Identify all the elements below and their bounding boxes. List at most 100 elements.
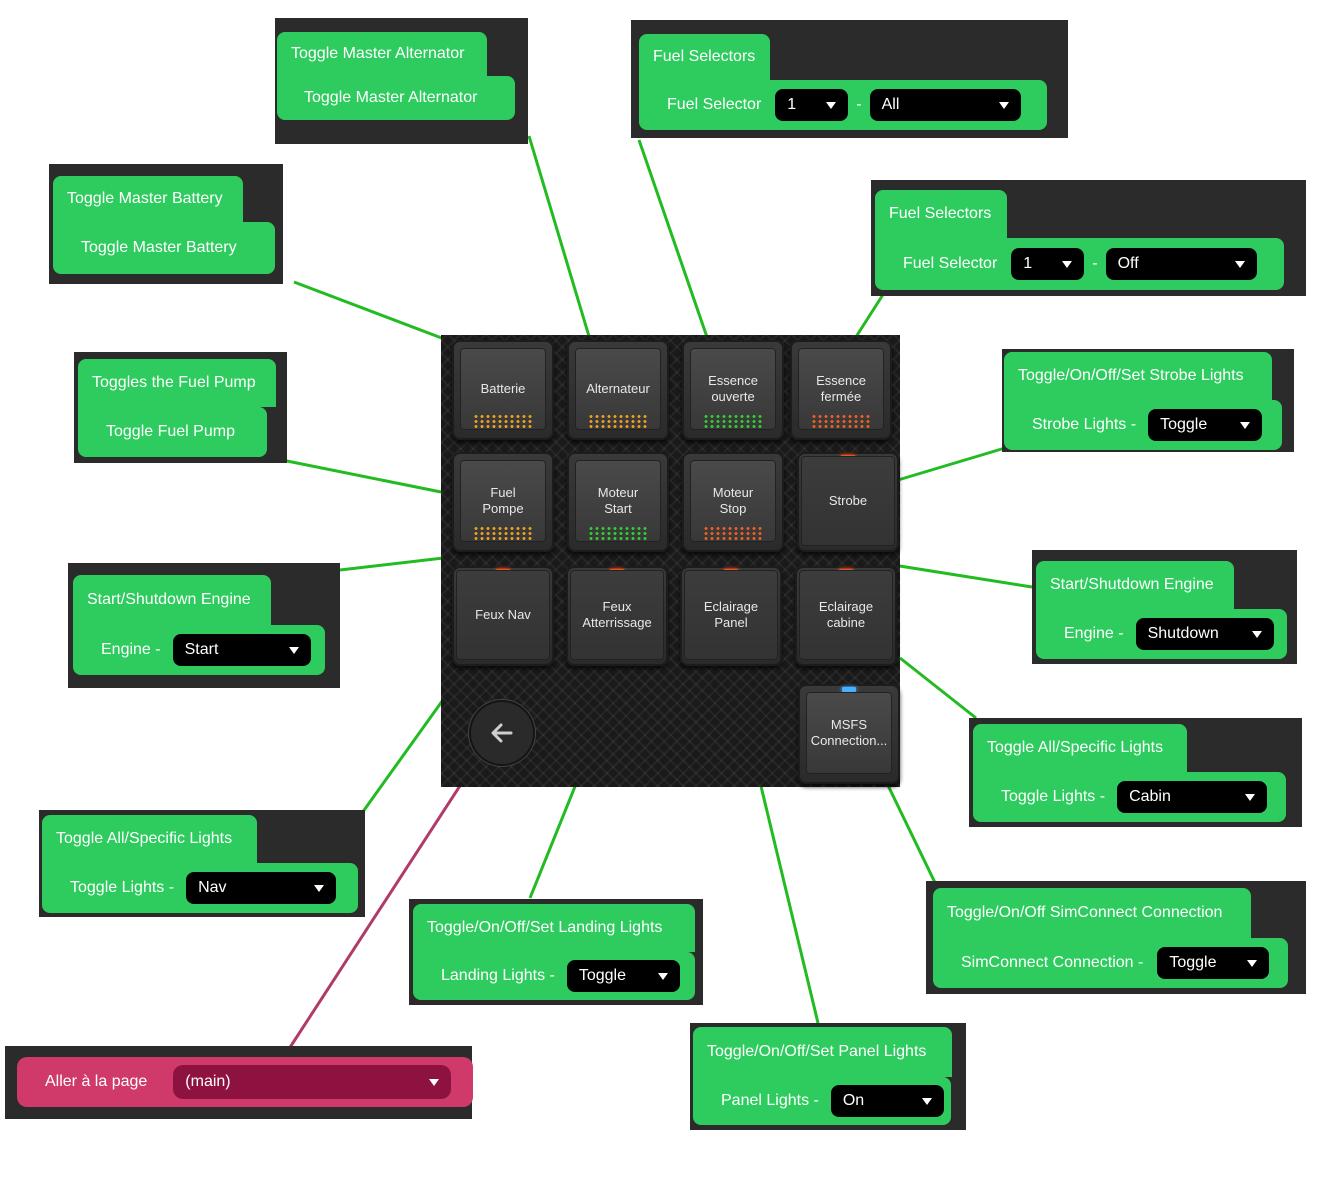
engine-value: Shutdown	[1147, 625, 1219, 642]
key-strobe-label: Strobe	[828, 493, 868, 508]
simconnect-dropdown[interactable]: Toggle	[1157, 947, 1270, 979]
key-msfs-connection-label: MSFS Connection...	[810, 717, 888, 748]
key-eclairage-panel-label: Eclairage Panel	[703, 599, 759, 630]
fuel-selector-mode-value: Off	[1117, 255, 1139, 272]
panel-lights-label: Panel Lights -	[721, 1092, 819, 1109]
chevron-down-icon	[314, 884, 325, 892]
fuel-selector-mode-value: All	[881, 96, 900, 113]
goto-page-dropdown[interactable]: (main)	[173, 1065, 452, 1099]
callout-cabin-lights-title: Toggle All/Specific Lights	[973, 724, 1187, 772]
callout-panel-lights-body: Panel Lights - On	[693, 1077, 951, 1125]
callout-nav-lights-body: Toggle Lights - Nav	[42, 863, 358, 913]
strobe-lights-value: Toggle	[1160, 416, 1208, 433]
connector-simconnect	[881, 774, 942, 894]
key-feux-atterrissage[interactable]: Feux Atterrissage	[566, 566, 668, 666]
key-batterie[interactable]: Batterie	[452, 340, 554, 440]
fuel-selector-number-dropdown[interactable]: 1	[1011, 248, 1085, 280]
connector-fuel-all	[637, 139, 710, 341]
key-eclairage-panel[interactable]: Eclairage Panel	[680, 566, 782, 666]
callout-fuel-pump-title: Toggles the Fuel Pump	[78, 359, 276, 407]
key-msfs-connection-led	[842, 687, 856, 692]
fuel-selector-label: Fuel Selector	[667, 96, 762, 113]
arrow-left-icon	[491, 723, 513, 743]
landing-lights-dropdown[interactable]: Toggle	[566, 960, 680, 992]
chevron-down-icon	[998, 101, 1009, 109]
engine-label: Engine -	[1064, 625, 1124, 642]
toggle-lights-dropdown[interactable]: Cabin	[1117, 781, 1268, 813]
chevron-down-icon	[1247, 959, 1258, 967]
goto-page-label: Aller à la page	[45, 1073, 148, 1090]
key-msfs-connection[interactable]: MSFS Connection...	[798, 684, 900, 784]
callout-landing-lights-title: Toggle/On/Off/Set Landing Lights	[413, 904, 695, 952]
key-moteur-start-indicator	[588, 526, 648, 540]
key-feux-nav[interactable]: Feux Nav	[452, 566, 554, 666]
callout-engine-stop-body: Engine - Shutdown	[1036, 609, 1287, 659]
toggle-lights-dropdown[interactable]: Nav	[186, 872, 337, 904]
callout-landing-lights: Toggle/On/Off/Set Landing Lights Landing…	[409, 899, 703, 1005]
fuel-selector-number-value: 1	[1023, 255, 1033, 272]
chevron-down-icon	[288, 646, 299, 654]
chevron-down-icon	[1062, 260, 1073, 268]
strobe-lights-dropdown[interactable]: Toggle	[1148, 409, 1263, 441]
toggle-lights-value: Nav	[198, 879, 227, 896]
panel-lights-value: On	[842, 1092, 865, 1109]
key-moteur-stop-label: Moteur Stop	[712, 485, 754, 516]
key-essence-ouverte[interactable]: Essence ouverte	[682, 340, 784, 440]
callout-battery-title: Toggle Master Battery	[53, 176, 243, 222]
callout-battery-action[interactable]: Toggle Master Battery	[53, 222, 275, 274]
key-feux-atterrissage-label: Feux Atterrissage	[582, 599, 652, 630]
strobe-lights-label: Strobe Lights -	[1032, 416, 1137, 433]
fuel-selector-label: Fuel Selector	[903, 255, 998, 272]
toggle-lights-value: Cabin	[1129, 788, 1171, 805]
connector-cabin	[899, 656, 977, 720]
back-button[interactable]	[469, 700, 535, 766]
separator-dash: -	[856, 96, 862, 113]
connector-alternator	[527, 135, 596, 354]
key-moteur-start[interactable]: Moteur Start	[567, 452, 669, 552]
callout-fuel-pump-action[interactable]: Toggle Fuel Pump	[78, 407, 267, 457]
key-essence-ouverte-label: Essence ouverte	[708, 373, 758, 404]
separator-dash: -	[1092, 255, 1098, 272]
engine-value: Start	[184, 641, 219, 658]
callout-nav-lights: Toggle All/Specific Lights Toggle Lights…	[39, 810, 365, 917]
callout-landing-lights-body: Landing Lights - Toggle	[413, 952, 695, 1000]
callout-strobe: Toggle/On/Off/Set Strobe Lights Strobe L…	[1002, 349, 1294, 452]
key-alternateur-indicator	[588, 414, 648, 428]
engine-dropdown[interactable]: Start	[172, 634, 311, 666]
key-moteur-stop[interactable]: Moteur Stop	[682, 452, 784, 552]
chevron-down-icon	[1234, 260, 1245, 268]
engine-label: Engine -	[101, 641, 161, 658]
key-alternateur[interactable]: Alternateur	[567, 340, 669, 440]
engine-dropdown[interactable]: Shutdown	[1135, 618, 1274, 650]
callout-alternator: Toggle Master Alternator Toggle Master A…	[275, 18, 528, 144]
key-fuel-pompe-label: Fuel Pompe	[482, 485, 524, 516]
callout-alternator-action[interactable]: Toggle Master Alternator	[277, 76, 515, 120]
goto-page-value: (main)	[185, 1073, 231, 1090]
key-eclairage-cabine-label: Eclairage cabine	[818, 599, 874, 630]
callout-fuel-pump: Toggles the Fuel Pump Toggle Fuel Pump	[74, 352, 287, 463]
fuel-selector-number-dropdown[interactable]: 1	[775, 89, 849, 121]
fuel-selector-mode-dropdown[interactable]: All	[869, 89, 1021, 121]
key-moteur-start-label: Moteur Start	[597, 485, 639, 516]
callout-strobe-body: Strobe Lights - Toggle	[1004, 400, 1282, 450]
callout-fuel-off: Fuel Selectors Fuel Selector 1 - Off	[871, 180, 1306, 296]
key-essence-ouverte-indicator	[703, 414, 763, 428]
callout-alternator-title: Toggle Master Alternator	[277, 32, 487, 76]
landing-lights-value: Toggle	[578, 967, 627, 984]
connector-strobe	[897, 446, 1006, 482]
key-batterie-label: Batterie	[480, 381, 526, 396]
panel-lights-dropdown[interactable]: On	[830, 1085, 944, 1117]
callout-simconnect: Toggle/On/Off SimConnect Connection SimC…	[926, 881, 1306, 994]
callout-fuel-all-title: Fuel Selectors	[639, 34, 770, 80]
callout-fuel-off-title: Fuel Selectors	[875, 190, 1007, 238]
key-fuel-pompe[interactable]: Fuel Pompe	[452, 452, 554, 552]
callout-cabin-lights: Toggle All/Specific Lights Toggle Lights…	[969, 718, 1302, 827]
key-essence-fermee[interactable]: Essence fermée	[790, 340, 892, 440]
callout-panel-lights-title: Toggle/On/Off/Set Panel Lights	[693, 1027, 952, 1077]
toggle-lights-label: Toggle Lights -	[70, 879, 175, 896]
fuel-selector-mode-dropdown[interactable]: Off	[1105, 248, 1257, 280]
key-strobe[interactable]: Strobe	[797, 452, 899, 552]
key-eclairage-cabine[interactable]: Eclairage cabine	[795, 566, 897, 666]
callout-fuel-all: Fuel Selectors Fuel Selector 1 - All	[631, 20, 1068, 138]
key-essence-fermee-indicator	[811, 414, 871, 428]
